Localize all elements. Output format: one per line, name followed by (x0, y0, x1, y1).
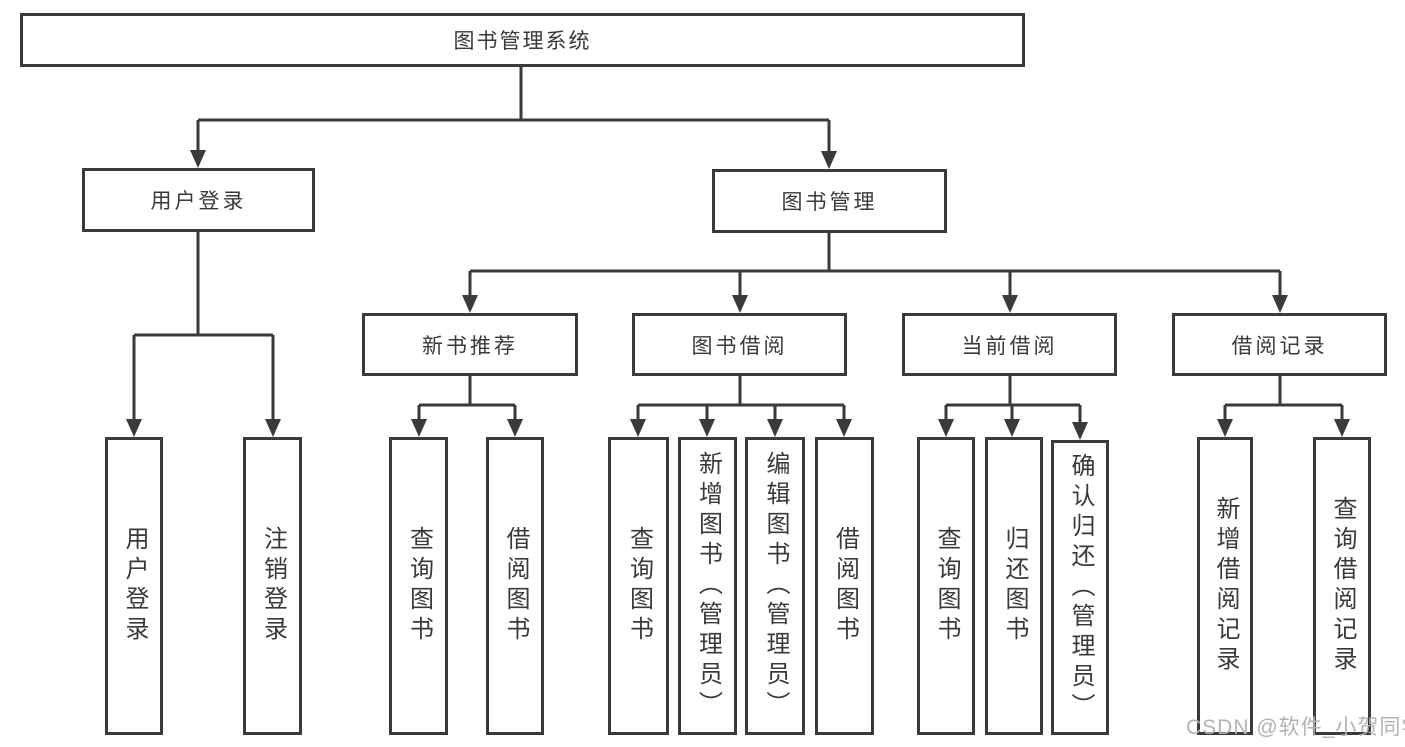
node-new-book-recommendation: 新书推荐 (362, 313, 578, 376)
leaf-borrow-books-recommend: 借阅图书 (486, 437, 544, 735)
node-current-borrowing: 当前借阅 (902, 313, 1117, 376)
leaf-query-borrow-record: 查询借阅记录 (1313, 437, 1371, 735)
connector-lines (132, 67, 1344, 425)
node-label: 新增借阅记录 (1212, 496, 1239, 676)
leaf-return-books: 归还图书 (985, 437, 1043, 735)
csdn-watermark: CSDN @软件_小贺同学 (1186, 716, 1405, 739)
node-label: 新增图书（管理员） (694, 451, 722, 721)
node-label: 编辑图书（管理员） (762, 451, 789, 721)
leaf-add-books-admin: 新增图书（管理员） (678, 437, 737, 735)
node-label: 用户登录 (150, 190, 247, 213)
node-label: 图书管理系统 (453, 30, 592, 53)
node-book-borrowing: 图书借阅 (632, 313, 847, 376)
leaf-add-borrow-record: 新增借阅记录 (1197, 437, 1253, 735)
arrowheads (126, 150, 1350, 440)
leaf-query-books-borrowing: 查询图书 (608, 437, 669, 735)
node-root-library-system: 图书管理系统 (20, 13, 1025, 67)
node-label: 归还图书 (1001, 526, 1028, 646)
node-label: 借阅记录 (1231, 334, 1328, 358)
leaf-user-login: 用户登录 (105, 437, 163, 735)
leaf-query-books-recommend: 查询图书 (389, 437, 448, 735)
node-label: 新书推荐 (422, 334, 518, 358)
leaf-query-books-current: 查询图书 (917, 437, 975, 735)
node-user-login: 用户登录 (82, 168, 315, 232)
node-label: 图书管理 (781, 191, 878, 214)
leaf-logout: 注销登录 (243, 437, 302, 735)
leaf-confirm-return-admin: 确认归还（管理员） (1051, 440, 1109, 735)
node-label: 用户登录 (121, 526, 148, 646)
leaf-edit-books-admin: 编辑图书（管理员） (745, 437, 805, 735)
node-label: 查询图书 (933, 526, 960, 646)
node-label: 查询图书 (405, 526, 433, 646)
node-book-management: 图书管理 (712, 169, 947, 233)
node-label: 借阅图书 (502, 526, 529, 646)
node-label: 确认归还（管理员） (1067, 452, 1094, 723)
node-label: 注销登录 (259, 526, 287, 646)
node-label: 查询借阅记录 (1329, 496, 1356, 676)
node-borrowing-records: 借阅记录 (1172, 313, 1387, 376)
node-label: 借阅图书 (831, 526, 859, 646)
node-label: 图书借阅 (691, 334, 788, 358)
leaf-borrow-books: 借阅图书 (815, 437, 874, 735)
node-label: 查询图书 (625, 526, 653, 646)
node-label: 当前借阅 (961, 334, 1058, 358)
